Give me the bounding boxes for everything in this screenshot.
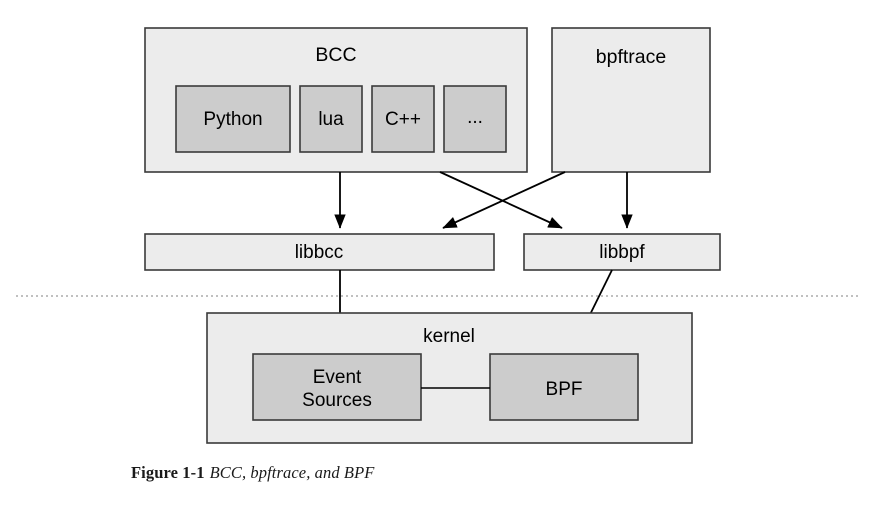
figure-caption-title: BCC, bpftrace, and BPF [209, 463, 375, 482]
cpp-label: C++ [385, 109, 421, 130]
node-lua[interactable]: lua [299, 85, 363, 153]
event-sources-box[interactable] [252, 353, 422, 421]
node-python[interactable]: Python [175, 85, 291, 153]
lua-label: lua [318, 109, 344, 130]
event-sources-label-line1: Event [313, 367, 362, 388]
node-bpftrace[interactable]: bpftrace [551, 27, 711, 173]
libbpf-label: libbpf [599, 242, 645, 263]
cpp-box[interactable] [371, 85, 435, 153]
python-label: Python [203, 109, 262, 130]
node-libbpf[interactable]: libbpf [523, 233, 721, 271]
event-sources-label-line2: Sources [302, 390, 372, 411]
ellipsis-box[interactable] [443, 85, 507, 153]
edge-bpftrace-to-libbcc [442, 171, 566, 229]
figure-caption-number: Figure 1-1 [131, 463, 205, 482]
node-event-sources[interactable]: Event Sources [252, 353, 422, 421]
bpftrace-box[interactable] [551, 27, 711, 173]
node-bpf[interactable]: BPF [489, 353, 639, 421]
bpftrace-label: bpftrace [596, 46, 666, 68]
bpf-box[interactable] [489, 353, 639, 421]
libbpf-box[interactable] [523, 233, 721, 271]
libbcc-box[interactable] [144, 233, 495, 271]
lua-box[interactable] [299, 85, 363, 153]
bcc-label: BCC [315, 44, 356, 66]
node-cpp[interactable]: C++ [371, 85, 435, 153]
bpf-label: BPF [546, 379, 583, 400]
kernel-label: kernel [423, 326, 475, 347]
libbcc-label: libbcc [295, 242, 344, 263]
edge-bcc-to-libbpf [439, 171, 563, 229]
python-box[interactable] [175, 85, 291, 153]
node-libbcc[interactable]: libbcc [144, 233, 495, 271]
node-ellipsis[interactable]: ... [443, 85, 507, 153]
ellipsis-label: ... [467, 107, 483, 128]
